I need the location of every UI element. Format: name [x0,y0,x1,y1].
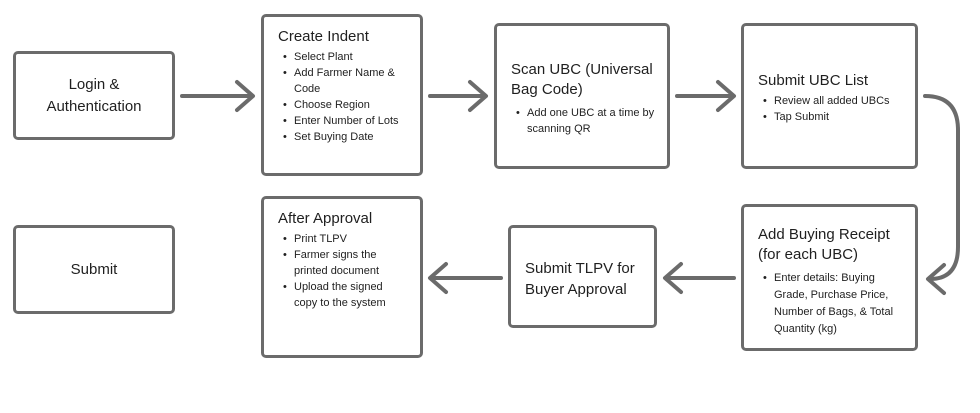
step-after-approval-list: Print TLPV Farmer signs the printed docu… [278,231,408,311]
step-scan-ubc-title: Scan UBC (Universal Bag Code) [511,61,653,98]
list-item: Farmer signs the printed document [283,247,408,279]
list-item: Add one UBC at a time by scanning QR [516,105,655,137]
step-login: Login & Authentication [13,51,175,140]
step-after-approval-title: After Approval [278,210,373,227]
step-login-title: Login & Authentication [46,75,142,115]
list-item: Review all added UBCs [763,93,903,109]
list-item: Set Buying Date [283,129,408,145]
list-item: Enter details: Buying Grade, Purchase Pr… [763,270,903,338]
arrow-submit-ubc-to-receipt [923,94,960,295]
step-buying-receipt-list: Enter details: Buying Grade, Purchase Pr… [758,270,903,338]
step-create-indent: Create Indent Select Plant Add Farmer Na… [261,14,423,176]
step-submit-ubc-list: Review all added UBCs Tap Submit [758,93,903,125]
step-create-indent-title: Create Indent [278,28,369,45]
step-submit-tlpv: Submit TLPV for Buyer Approval [508,225,657,328]
step-after-approval: After Approval Print TLPV Farmer signs t… [261,196,423,358]
step-submit-title: Submit [70,260,118,278]
arrow-indent-to-scan [428,80,488,112]
step-submit-ubc-title: Submit UBC List [758,72,869,89]
step-create-indent-list: Select Plant Add Farmer Name & Code Choo… [278,49,408,145]
list-item: Upload the signed copy to the system [283,279,408,311]
list-item: Tap Submit [763,109,903,125]
arrow-login-to-indent [180,80,255,112]
step-scan-ubc: Scan UBC (Universal Bag Code) Add one UB… [494,23,670,169]
list-item: Select Plant [283,49,408,65]
step-buying-receipt-title: Add Buying Receipt (for each UBC) [758,226,890,263]
list-item: Add Farmer Name & Code [283,65,408,97]
list-item: Enter Number of Lots [283,113,408,129]
step-scan-ubc-list: Add one UBC at a time by scanning QR [511,105,655,137]
list-item: Choose Region [283,97,408,113]
step-submit: Submit [13,225,175,314]
step-submit-tlpv-title: Submit TLPV for Buyer Approval [525,260,635,298]
arrow-receipt-to-tlpv [663,262,736,294]
list-item: Print TLPV [283,231,408,247]
step-buying-receipt: Add Buying Receipt (for each UBC) Enter … [741,204,918,351]
arrow-scan-to-submit-ubc [675,80,736,112]
step-submit-ubc: Submit UBC List Review all added UBCs Ta… [741,23,918,169]
arrow-tlpv-to-after-approval [428,262,503,294]
